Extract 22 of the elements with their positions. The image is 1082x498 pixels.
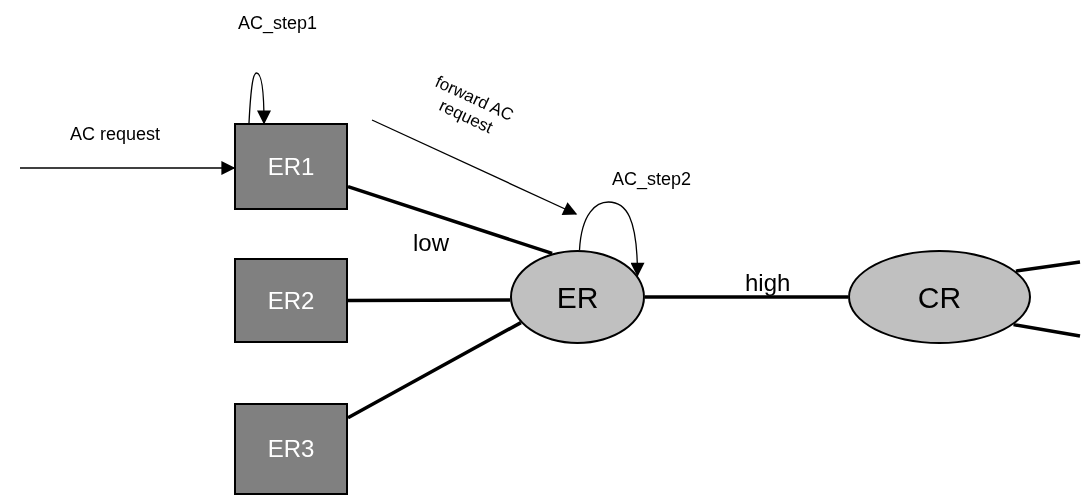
link-line	[347, 321, 522, 420]
router-box	[234, 123, 348, 210]
node-label: ER2	[267, 285, 315, 316]
link-line	[1013, 322, 1081, 338]
node-label: ER1	[267, 151, 315, 182]
arrow	[19, 161, 236, 175]
router-box	[234, 403, 348, 495]
node-label: ER	[556, 279, 599, 316]
link-line	[645, 295, 848, 299]
link-line	[347, 185, 553, 256]
router-box	[234, 258, 348, 343]
node-label: CR	[917, 279, 962, 316]
link-line	[348, 298, 511, 303]
node-label: ER3	[267, 434, 315, 464]
edge-label: AC request	[70, 123, 161, 146]
edge-label: low	[413, 228, 449, 258]
edge-label: AC_step1	[238, 12, 318, 36]
arrow	[371, 119, 578, 216]
edge-label: high	[745, 268, 791, 298]
edge-label: AC_step2	[612, 168, 692, 192]
link-line	[1015, 260, 1081, 273]
loop-arrow	[248, 72, 271, 125]
